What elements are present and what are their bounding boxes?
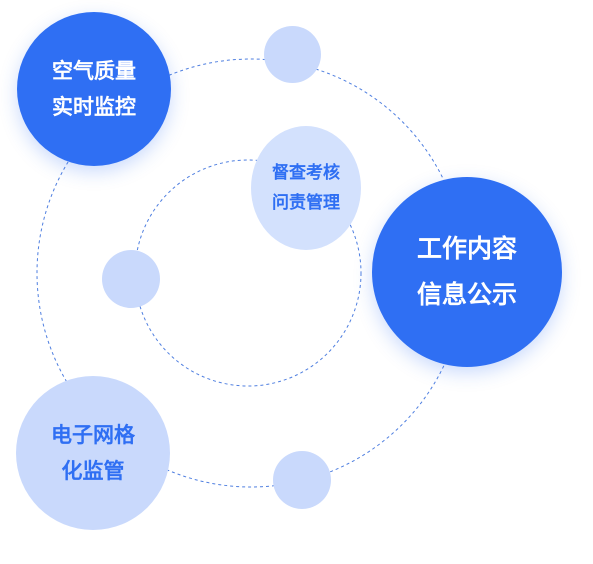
orbit-dot-bottom bbox=[273, 451, 331, 509]
node-supervise-accountability: 督查考核 问责管理 bbox=[251, 126, 361, 250]
node-supervise-label: 督查考核 问责管理 bbox=[272, 163, 340, 213]
node-grid-supervision-label: 电子网格 化监管 bbox=[51, 423, 135, 483]
node-work-content: 工作内容 信息公示 bbox=[372, 177, 562, 367]
orbit-dot-top bbox=[264, 26, 321, 83]
node-grid-supervision: 电子网格 化监管 bbox=[16, 376, 170, 530]
node-air-quality: 空气质量 实时监控 bbox=[17, 12, 171, 166]
node-work-content-label: 工作内容 信息公示 bbox=[416, 234, 517, 309]
node-air-quality-label: 空气质量 实时监控 bbox=[52, 59, 136, 119]
orbit-dot-left bbox=[102, 250, 160, 308]
